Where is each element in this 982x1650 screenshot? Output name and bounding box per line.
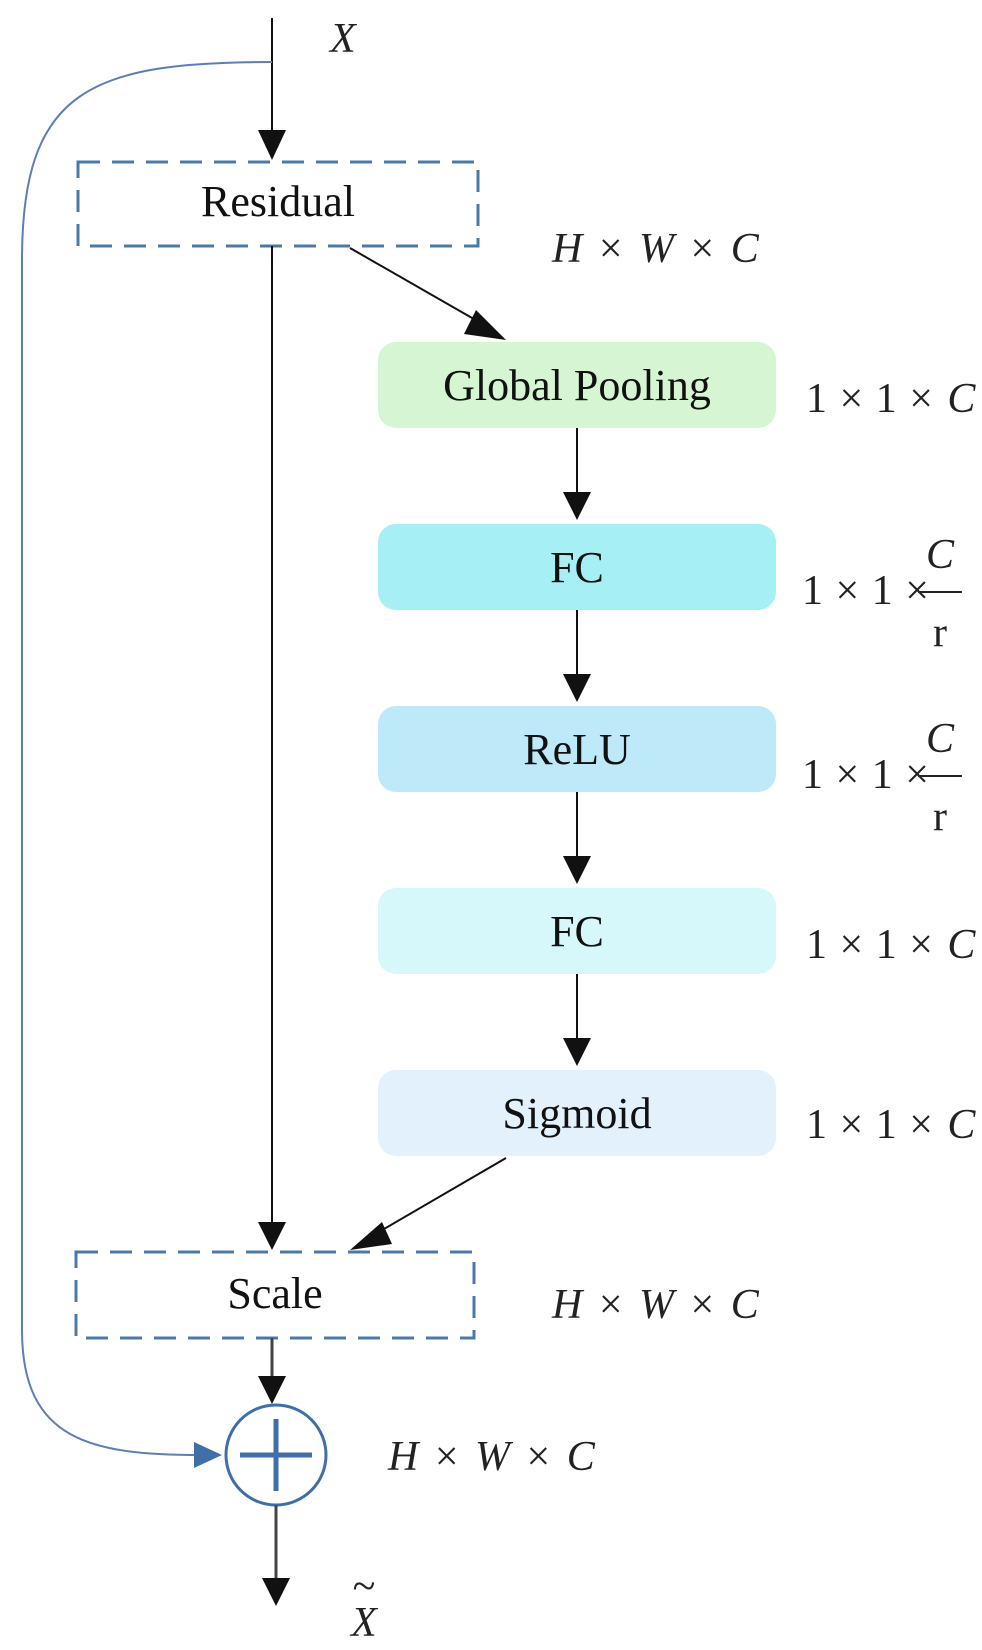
output-accent: ~	[353, 1564, 376, 1610]
dim-fc2: 1 × 1 × C	[806, 922, 976, 968]
pooling-to-fc1-arrow	[563, 428, 591, 520]
fc1-to-relu-arrow	[563, 610, 591, 702]
fc1-label: FC	[550, 543, 604, 592]
svg-text:H × W ×: H × W × C	[551, 1282, 760, 1328]
trunk-arrow	[258, 246, 286, 1250]
relu-box: ReLU	[378, 706, 776, 792]
sigmoid-label: Sigmoid	[502, 1089, 651, 1138]
svg-text:1 × 1 ×: 1 × 1 × C	[806, 1102, 976, 1148]
svg-text:1 × 1 ×: 1 × 1 ×	[802, 752, 929, 798]
scale-box: Scale	[74, 1250, 476, 1340]
dim-fc1: 1 × 1 × C r	[802, 532, 962, 656]
fc2-to-sigmoid-arrow	[563, 974, 591, 1066]
scale-label: Scale	[227, 1269, 322, 1318]
dim-sum: H × W × C	[387, 1434, 596, 1480]
dim-residual-out: H × W × C	[551, 226, 760, 272]
svg-text:C: C	[926, 716, 955, 762]
residual-to-pooling-arrow	[349, 247, 506, 340]
output-label-group: ~ X	[349, 1564, 379, 1646]
svg-text:C: C	[926, 532, 955, 578]
svg-text:1 × 1 ×: 1 × 1 ×	[802, 568, 929, 614]
relu-to-fc2-arrow	[563, 792, 591, 884]
svg-text:r: r	[933, 794, 947, 840]
scale-to-adder-arrow	[258, 1338, 286, 1404]
sigmoid-box: Sigmoid	[378, 1070, 776, 1156]
dim-scale: H × W × C	[551, 1282, 760, 1328]
global-pooling-label: Global Pooling	[443, 361, 711, 410]
dim-sigmoid: 1 × 1 × C	[806, 1102, 976, 1148]
dim-global-pooling: 1 × 1 × C	[806, 376, 976, 422]
sigmoid-to-scale-arrow	[350, 1157, 507, 1250]
global-pooling-box: Global Pooling	[378, 342, 776, 428]
fc2-box: FC	[378, 888, 776, 974]
svg-text:1 × 1 ×: 1 × 1 × C	[806, 376, 976, 422]
fc2-label: FC	[550, 907, 604, 956]
input-arrow	[258, 18, 286, 160]
fc1-box: FC	[378, 524, 776, 610]
dim-relu: 1 × 1 × C r	[802, 716, 962, 840]
output-arrow	[262, 1505, 290, 1606]
output-label: X	[349, 1600, 379, 1646]
relu-label: ReLU	[523, 725, 631, 774]
svg-text:H × W ×: H × W × C	[387, 1434, 596, 1480]
input-label: X	[328, 16, 358, 62]
skip-connection	[21, 61, 273, 1468]
svg-text:H × W ×: H × W × C	[551, 226, 760, 272]
residual-label: Residual	[201, 177, 355, 226]
svg-text:r: r	[933, 610, 947, 656]
residual-box: Residual	[76, 160, 480, 248]
sum-node	[224, 1403, 328, 1507]
svg-text:1 × 1 ×: 1 × 1 × C	[806, 922, 976, 968]
